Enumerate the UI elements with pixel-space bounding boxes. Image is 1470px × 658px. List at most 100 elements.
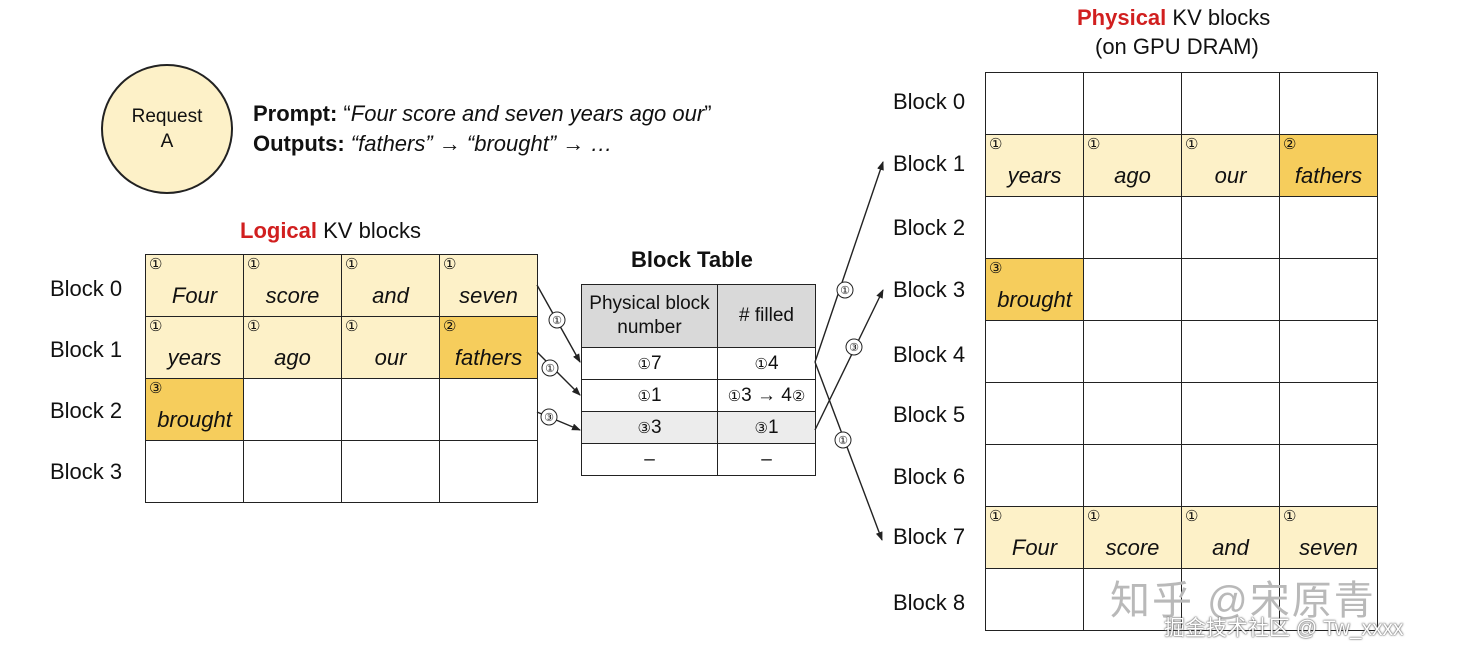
kv-slot [1279,320,1378,383]
step-mark: ① [1185,136,1199,153]
block-table-cell: ①4 [717,347,816,380]
step-mark: ① [727,387,742,405]
block-table-cell: ①1 [581,379,718,412]
filled-count: 1 [767,416,779,438]
zhihu-watermark: 知乎 @宋原青 [1110,579,1376,623]
step-mark: ① [989,508,1003,525]
physical-block-number: 3 [650,416,662,438]
physical-subtitle: (on GPU DRAM) [1095,34,1259,59]
filled-count: – [761,448,772,470]
kv-slot [1279,568,1378,631]
token-word: our [374,345,407,370]
step-mark: ③ [754,419,768,437]
kv-slot [439,378,538,441]
physical-row-label: Block 0 [893,89,966,114]
prompt-value: Four score and seven years ago our [350,101,705,126]
physical-block-number: – [644,448,655,470]
kv-slot [1083,568,1182,631]
step-mark: ① [247,318,261,335]
arrow-step-mark: ① [552,315,562,327]
logical-title-rest: KV blocks [317,218,421,243]
token-word: Four [1011,535,1058,560]
step-mark: ③ [149,380,163,397]
logical-row-label: Block 2 [50,398,123,423]
arrow-step-mark: ③ [544,412,554,424]
step-mark: ① [443,256,457,273]
token-word: fathers [454,345,523,370]
logical-title-red: Logical [240,218,318,243]
token-word: fathers [1294,163,1363,188]
token-word: seven [1299,535,1358,560]
token-word: brought [997,287,1072,312]
token-word: years [167,345,222,370]
prompt-text-block: Prompt: “Four score and seven years ago … [253,99,712,159]
physical-row-label: Block 1 [893,151,966,176]
outputs-line: Outputs: “fathers” → “brought” → … [253,129,712,159]
prompt-open-quote: “ [343,101,351,126]
logical-row-label: Block 0 [50,276,123,301]
token-word: and [372,283,409,308]
arrow-step-mark: ③ [849,342,859,354]
step-mark: ① [637,355,651,373]
kv-slot [985,196,1084,259]
physical-row-label: Block 8 [893,590,966,615]
kv-slot: ① Four [985,506,1084,569]
logical-title: Logical KV blocks [240,218,421,244]
block-table-cell: – [717,443,816,476]
request-id: A [160,131,174,152]
physical-row-label: Block 6 [893,464,966,489]
token-word: brought [157,407,232,432]
kv-slot [985,444,1084,507]
block-table-header-physical: Physical block number [581,284,718,348]
token-word: ago [274,345,311,370]
step-mark: ① [247,256,261,273]
logical-row-label: Block 3 [50,459,123,484]
prompt-label: Prompt: [253,101,338,126]
step-mark: ③ [637,419,651,437]
step-mark: ① [989,136,1003,153]
filled-count: 4 [767,352,779,374]
arrow-table-to-phys3 [814,289,884,431]
filled-count: 3 → 4 [741,384,792,406]
kv-slot [985,72,1084,135]
physical-title: Physical KV blocks [1077,5,1270,31]
kv-slot: ① our [341,316,440,379]
step-mark: ① [345,318,359,335]
arrow-step-mark: ① [840,285,850,297]
kv-slot [439,440,538,503]
kv-block-row [985,568,1378,631]
kv-slot [1279,258,1378,321]
arrow-table-to-phys7 [814,361,883,541]
token-word: years [1007,163,1062,188]
kv-slot [1083,382,1182,445]
block-table-cell: ①3 → 4② [717,379,816,412]
kv-slot: ① ago [243,316,342,379]
kv-slot [1181,196,1280,259]
block-table-title: Block Table [631,247,753,272]
step-mark: ① [1087,136,1101,153]
kv-slot [145,440,244,503]
step-mark: ① [754,355,768,373]
token-word: our [1214,163,1247,188]
kv-slot [1181,444,1280,507]
prompt-close-quote: ” [704,101,712,126]
kv-slot [243,440,342,503]
step-mark: ① [1087,508,1101,525]
kv-slot [1083,72,1182,135]
kv-block-row [145,440,538,503]
kv-slot [1181,382,1280,445]
token-word: seven [459,283,518,308]
